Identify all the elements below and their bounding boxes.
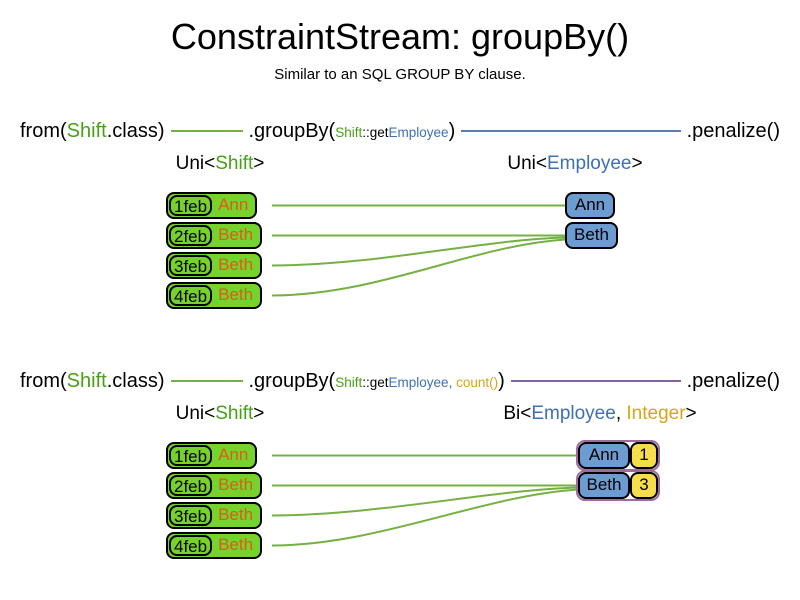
groupby-prefix: .groupBy( [248, 369, 336, 392]
connector-line [271, 238, 566, 297]
penalize-expression: .penalize() [686, 369, 780, 392]
type-suffix: > [253, 153, 265, 174]
groupby-arg-class: Shift [335, 374, 363, 390]
shift-employee: Beth [218, 225, 254, 244]
penalize-expression: .penalize() [686, 119, 780, 142]
type-param: Shift [215, 403, 254, 424]
group-result-employee: Ann [578, 442, 630, 469]
shift-row: 3feb Beth [166, 502, 263, 529]
shift-row: 2feb Beth [166, 472, 263, 499]
from-expression: from(Shift.class) [20, 120, 165, 143]
shift-employee: Beth [218, 535, 254, 554]
shift-row: 3feb Beth [166, 252, 263, 279]
diagram-2: 1feb Ann 2feb Beth 3feb Beth 4feb Beth A… [0, 439, 800, 564]
connector-from-groupby [170, 380, 243, 382]
groupby-suffix: ) [498, 369, 505, 392]
shift-employee: Beth [218, 285, 254, 304]
connector-canvas [271, 454, 579, 547]
group-result-count: 1 [630, 442, 658, 469]
groupby-arg-accessor: ::get [362, 374, 389, 390]
shift-date: 1feb [169, 195, 213, 216]
shift-row: 4feb Beth [166, 532, 263, 559]
type-prefix: Uni< [175, 403, 216, 424]
from-expression: from(Shift.class) [20, 370, 165, 393]
groupby-arg-separator: , [448, 374, 457, 390]
from-prefix: from( [20, 369, 67, 392]
group-result-pair: Beth 3 [576, 470, 660, 501]
connector-groupby-penalize [461, 130, 681, 132]
groupby-arg-prop: Employee [388, 374, 449, 390]
shift-employee: Beth [218, 475, 254, 494]
from-suffix: .class) [106, 119, 165, 142]
groupby-arg-class: Shift [335, 124, 363, 140]
type-suffix: > [685, 403, 697, 424]
shift-date: 1feb [169, 445, 213, 466]
shift-employee: Ann [218, 445, 249, 464]
connector-groupby-penalize [510, 380, 681, 382]
diagram-1: 1feb Ann 2feb Beth 3feb Beth 4feb Beth A… [0, 189, 800, 314]
connector-line [271, 236, 566, 267]
group-result-box: Ann [565, 192, 615, 219]
type-prefix: Bi< [503, 403, 532, 424]
connector-line [271, 486, 579, 517]
from-prefix: from( [20, 119, 67, 142]
groupby-suffix: ) [448, 119, 456, 142]
group-result-count: 3 [630, 472, 658, 499]
connector-from-groupby [170, 130, 243, 132]
shift-date: 4feb [169, 535, 213, 556]
groupby-prefix: .groupBy( [248, 119, 336, 142]
from-class: Shift [66, 369, 107, 392]
groupby-arg-count: count() [456, 374, 499, 390]
type-suffix: > [253, 403, 265, 424]
page-title: ConstraintStream: groupBy() [170, 16, 630, 57]
type-prefix: Uni< [175, 153, 216, 174]
right-type-label: Bi<Employee, Integer> [480, 403, 720, 425]
connector-line [271, 488, 579, 547]
type-prefix: Uni< [507, 153, 547, 174]
left-type-label: Uni<Shift> [150, 403, 290, 425]
shift-row: 1feb Ann [166, 442, 258, 469]
shift-row: 2feb Beth [166, 222, 263, 249]
shift-date: 4feb [169, 285, 213, 306]
shift-date: 3feb [169, 255, 213, 276]
type-param: Employee [531, 403, 616, 424]
shift-employee: Beth [218, 505, 254, 524]
type-separator: , [615, 403, 627, 424]
type-param2: Integer [626, 403, 686, 424]
group-result-box: Beth [565, 222, 618, 249]
type-param: Employee [547, 153, 632, 174]
right-type-label: Uni<Employee> [505, 153, 645, 175]
page-subtitle: Similar to an SQL GROUP BY clause. [274, 66, 526, 83]
shift-row: 1feb Ann [166, 192, 258, 219]
shift-employee: Ann [218, 195, 249, 214]
shift-employee: Beth [218, 255, 254, 274]
connector-canvas [271, 204, 566, 297]
groupby-expression: .groupBy(Shift::getEmployee, count()) [249, 370, 505, 393]
groupby-expression: .groupBy(Shift::getEmployee) [249, 120, 456, 143]
left-type-label: Uni<Shift> [150, 153, 290, 175]
from-class: Shift [66, 119, 107, 142]
groupby-arg-accessor: ::get [362, 124, 389, 140]
flow-line-2: from(Shift.class) .groupBy(Shift::getEmp… [20, 366, 780, 396]
groupby-arg-prop: Employee [388, 124, 449, 140]
flow-line-1: from(Shift.class) .groupBy(Shift::getEmp… [20, 116, 780, 146]
type-param: Shift [215, 153, 254, 174]
type-suffix: > [631, 153, 643, 174]
shift-date: 2feb [169, 475, 213, 496]
shift-date: 2feb [169, 225, 213, 246]
group-result-employee: Beth [578, 472, 630, 499]
shift-date: 3feb [169, 505, 213, 526]
from-suffix: .class) [106, 369, 165, 392]
shift-row: 4feb Beth [166, 282, 263, 309]
group-result-pair: Ann 1 [576, 440, 660, 471]
